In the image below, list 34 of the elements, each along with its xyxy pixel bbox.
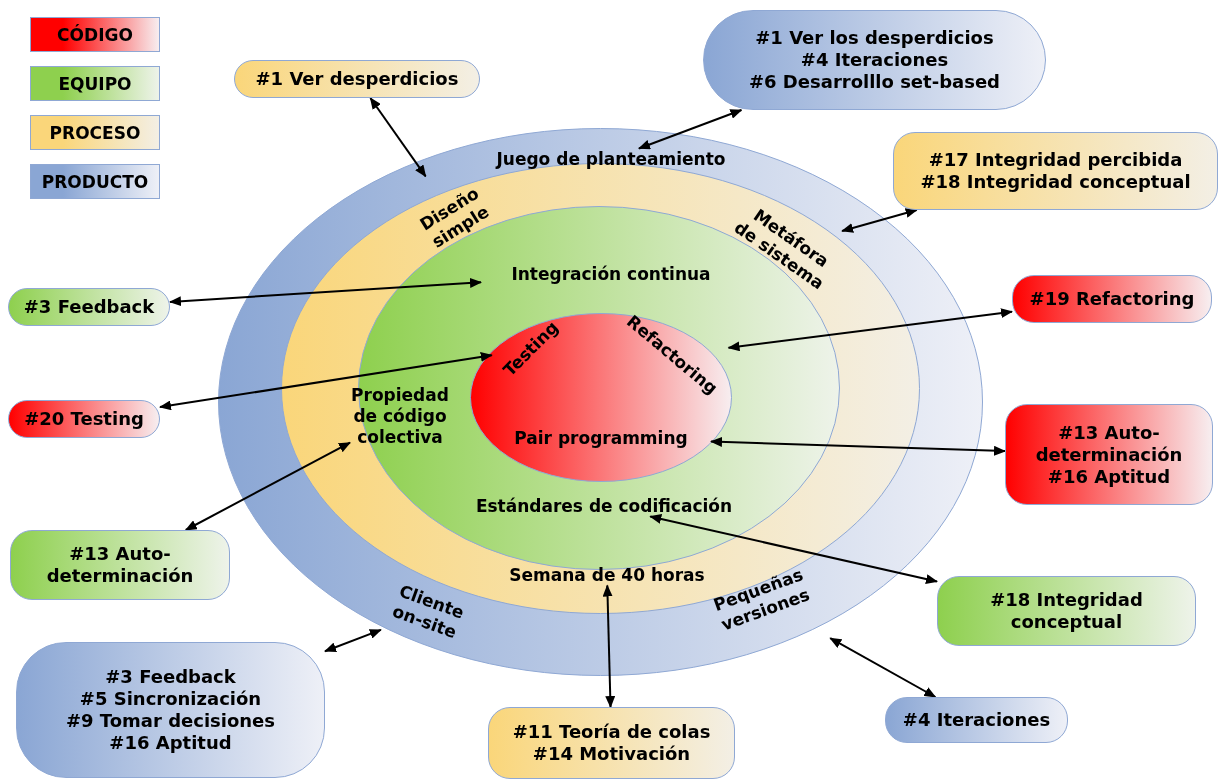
legend-key: PROCESO: [30, 115, 160, 150]
double-arrow: [637, 109, 743, 150]
double-arrow: [829, 637, 937, 698]
callout-box: #3 Feedback: [8, 288, 170, 326]
double-arrow: [710, 436, 1006, 456]
double-arrow: [649, 514, 938, 585]
callout-box: #13 Auto-determinación #16 Aptitud: [1005, 404, 1213, 505]
practice-label: Propiedad de código colectiva: [350, 384, 450, 448]
callout-box: #11 Teoría de colas #14 Motivación: [488, 707, 735, 779]
double-arrow: [169, 277, 482, 307]
practice-label: Estándares de codificación: [444, 495, 764, 517]
legend-key: EQUIPO: [30, 66, 160, 101]
double-arrow: [602, 584, 616, 708]
double-arrow: [324, 628, 382, 653]
double-arrow: [727, 308, 1013, 352]
callout-box: #3 Feedback #5 Sincronización #9 Tomar decisiones #16 Aptitud: [16, 642, 325, 778]
legend-key: PRODUCTO: [30, 164, 160, 199]
practice-label: Integración continua: [481, 263, 741, 285]
double-arrow: [369, 97, 427, 178]
callout-box: #18 Integridad conceptual: [937, 576, 1196, 646]
legend-key: CÓDIGO: [30, 17, 160, 52]
double-arrow: [159, 351, 493, 411]
practice-label: Pair programming: [491, 427, 711, 449]
callout-box: #1 Ver los desperdicios #4 Iteraciones #6 Desarrolllo set-based: [703, 10, 1046, 110]
callout-box: #20 Testing: [8, 400, 160, 438]
double-arrow: [841, 208, 918, 233]
callout-box: #19 Refactoring: [1012, 275, 1212, 323]
callout-box: #1 Ver desperdicios: [234, 60, 480, 98]
practice-label: Juego de planteamiento: [461, 148, 761, 170]
callout-box: #13 Auto-determinación: [10, 530, 230, 600]
double-arrow: [184, 441, 351, 531]
callout-box: #17 Integridad percibida #18 Integridad conceptual: [893, 132, 1218, 210]
practice-label: Semana de 40 horas: [477, 564, 737, 586]
callout-box: #4 Iteraciones: [885, 697, 1068, 743]
